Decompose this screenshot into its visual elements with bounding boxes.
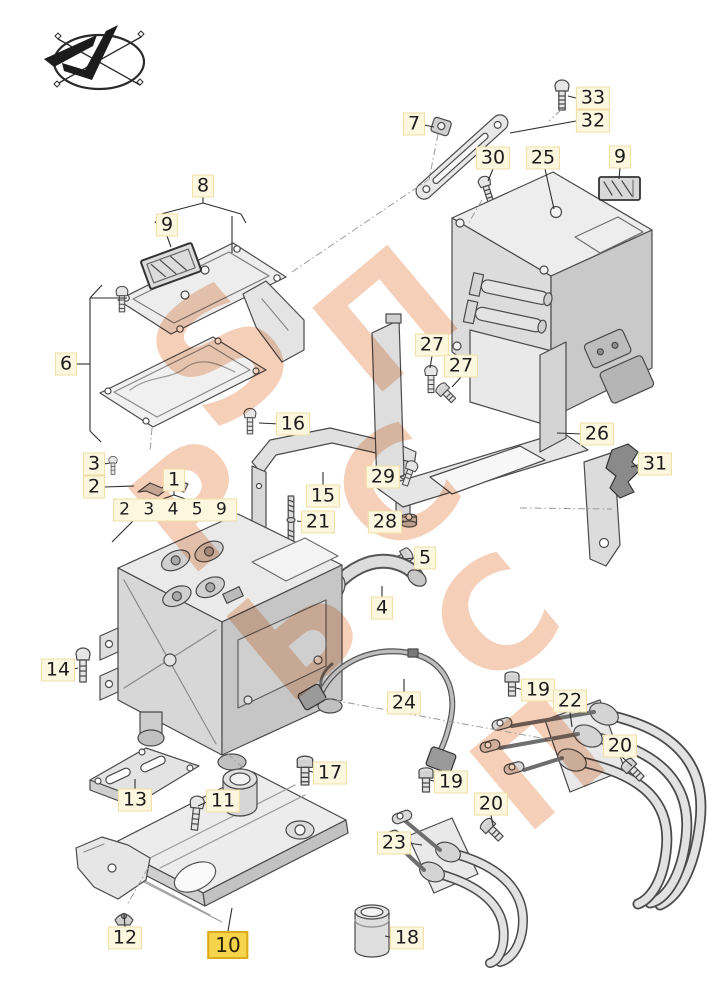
label-sticker-9-right [598,176,641,201]
screw-16-icon [243,407,257,435]
callout-13[interactable]: 13 [117,788,153,812]
callout-11[interactable]: 11 [205,789,241,813]
callout-9r[interactable]: 9 [608,145,632,169]
callout-20b[interactable]: 20 [473,792,509,816]
screw-6-icon [115,285,129,313]
callout-19a[interactable]: 19 [520,678,556,702]
callout-12[interactable]: 12 [107,926,143,950]
screw-33-icon [554,79,570,111]
nut-28-icon [400,513,418,528]
callout-32[interactable]: 32 [575,109,611,133]
screw-14-icon [75,647,91,683]
callout-5[interactable]: 5 [413,546,437,570]
cover-plate-8 [117,242,305,363]
callout-25[interactable]: 25 [525,146,561,170]
bolt-20-lower-icon [479,817,504,842]
callout-31[interactable]: 31 [637,452,673,476]
callout-14[interactable]: 14 [40,658,76,682]
base-plate-10 [75,768,349,923]
screw-27-upper-icon [424,365,438,394]
bolt-27-lower-icon [435,382,457,404]
bracket-31 [605,443,641,499]
clip-nut-7-icon [430,116,452,137]
callout-10[interactable]: 10 [207,931,249,959]
label-sticker-9-left [140,242,202,290]
callout-33[interactable]: 33 [575,86,611,110]
callout-8[interactable]: 8 [191,174,215,198]
callout-6[interactable]: 6 [54,352,78,376]
callout-17[interactable]: 17 [312,761,348,785]
strap-part-32 [415,114,509,200]
callout-7[interactable]: 7 [402,112,426,136]
bolt-17-icon [296,755,314,786]
callout-9l[interactable]: 9 [155,213,179,237]
callout-19b[interactable]: 19 [433,770,469,794]
callout-29[interactable]: 29 [365,465,401,489]
callout-28[interactable]: 28 [367,510,403,534]
callout-22[interactable]: 22 [552,689,588,713]
callout-4[interactable]: 4 [370,596,394,620]
screw-11-icon [189,795,205,831]
callout-3[interactable]: 3 [82,452,106,476]
callout-26[interactable]: 26 [579,422,615,446]
callout-1[interactable]: 1 [162,468,186,492]
cable-assembly-22 [479,699,707,911]
gasket-6 [99,336,267,428]
callout-2[interactable]: 2 [82,475,106,499]
cap-18 [354,904,390,958]
callout-row1[interactable]: 2 3 4 5 9 [113,498,237,522]
brand-logo [44,25,146,91]
callout-16[interactable]: 16 [275,412,311,436]
push-nut-12-icon [114,912,134,926]
callout-23[interactable]: 23 [376,831,412,855]
callout-27a[interactable]: 27 [414,333,450,357]
bolt-19-upper-icon [504,671,520,697]
cable-assembly-23 [379,809,528,968]
callout-18[interactable]: 18 [389,926,425,950]
bolt-19-lower-icon [418,767,434,793]
screw-3-icon [108,456,118,475]
callout-21[interactable]: 21 [300,510,336,534]
callout-24[interactable]: 24 [386,691,422,715]
callout-15[interactable]: 15 [305,484,341,508]
callout-27b[interactable]: 27 [443,354,479,378]
callout-20a[interactable]: 20 [602,734,638,758]
callout-30[interactable]: 30 [475,146,511,170]
screw-29-icon [401,460,419,487]
